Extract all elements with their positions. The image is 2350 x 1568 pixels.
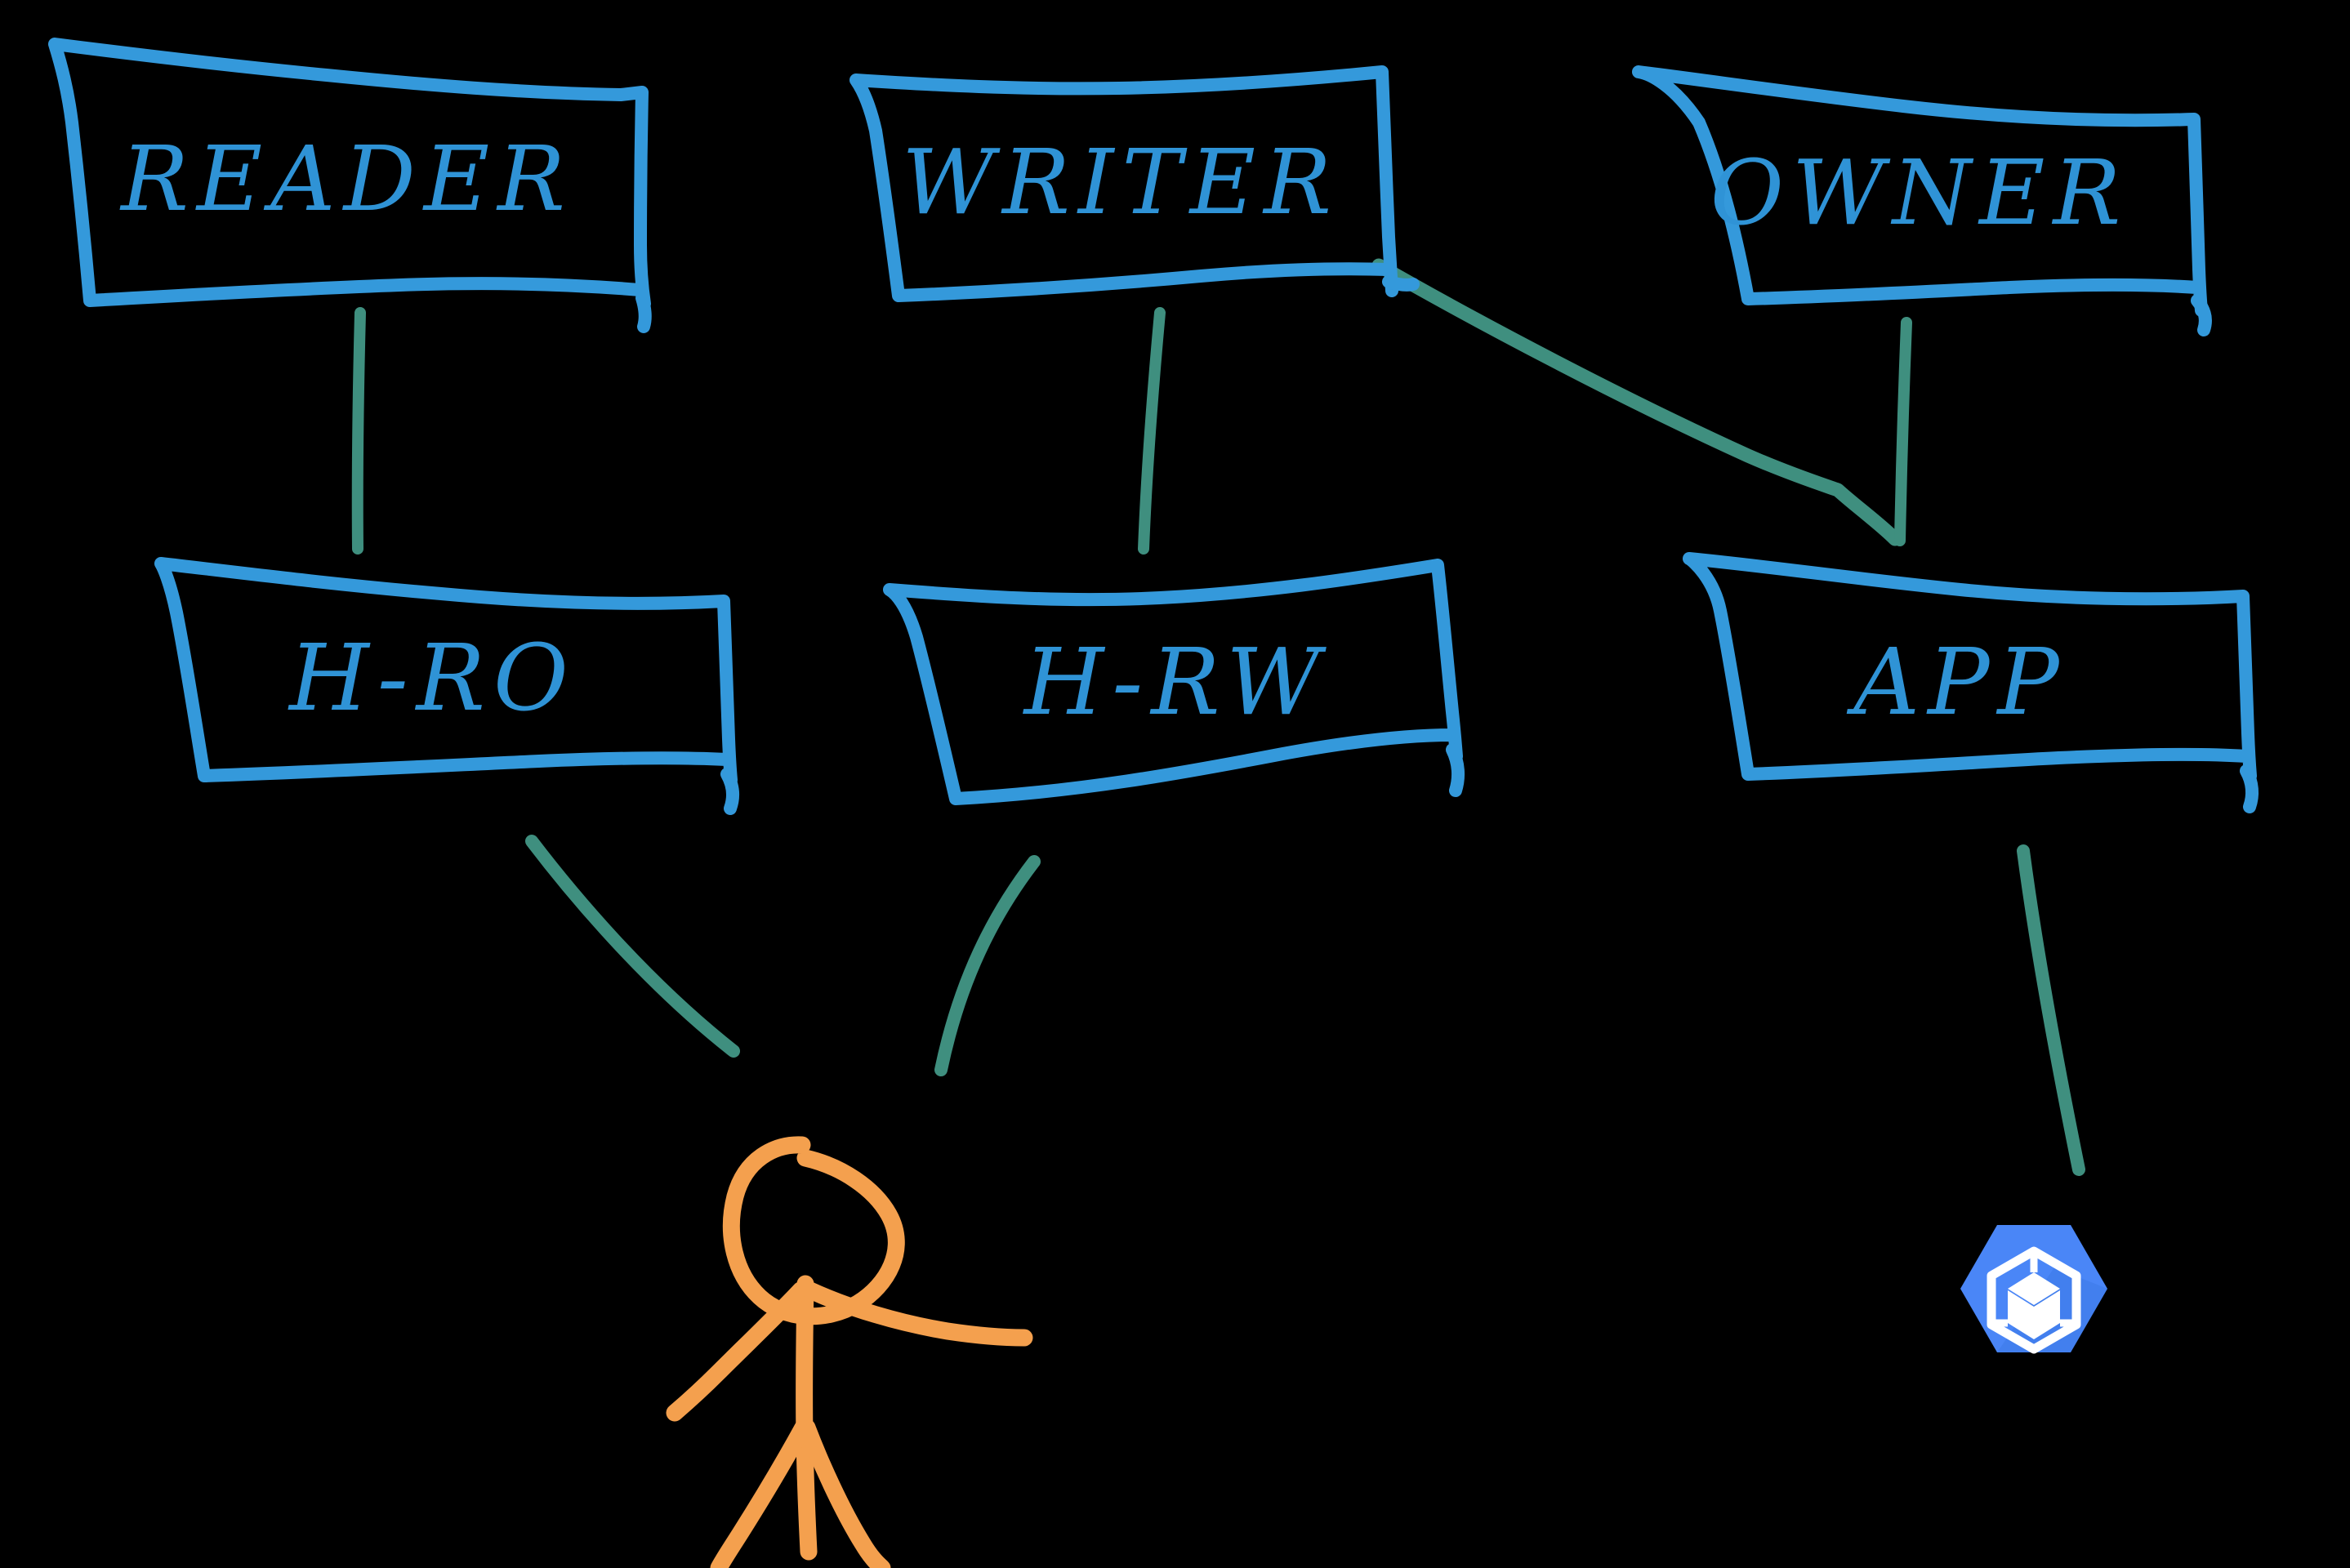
node-h-ro-frame-tail (720, 768, 740, 815)
node-owner-frame-tail (2191, 294, 2212, 336)
node-owner[interactable] (1632, 65, 2212, 336)
node-writer-frame (849, 65, 1398, 302)
node-reader[interactable] (48, 38, 652, 333)
gke-cube-left-icon (2008, 1290, 2034, 1339)
node-app-frame (1683, 552, 2257, 782)
edge-reader-to-h-ro (351, 307, 366, 555)
node-h-rw-frame-tail (1446, 743, 1465, 797)
node-labels-layer: READER WRITER OWNER H-RO H-RW APP (119, 127, 2129, 736)
node-reader-label: READER (119, 127, 573, 231)
node-owner-frame (1632, 65, 2208, 317)
person-right-leg-icon (798, 1419, 891, 1568)
node-writer-label: WRITER (902, 130, 1340, 234)
node-reader-frame (48, 38, 651, 310)
gke-ring-icon (1987, 1246, 2081, 1354)
node-reader-frame-tail (635, 292, 652, 333)
connectors-layer (351, 258, 2085, 1176)
node-person[interactable] (666, 1136, 1033, 1568)
person-left-arm-icon (666, 1281, 809, 1422)
person-right-arm-icon (801, 1281, 1033, 1347)
node-owner-label: OWNER (1710, 140, 2129, 245)
edge-owner-to-app (1894, 317, 1912, 546)
node-h-ro-frame (154, 557, 738, 786)
person-left-leg-icon (710, 1419, 812, 1568)
edge-writer-to-h-rw (1138, 307, 1166, 555)
node-h-ro-label: H-RO (288, 626, 577, 732)
middle-row-nodes (154, 552, 2259, 815)
edge-app-to-gke (2017, 844, 2085, 1176)
node-h-rw-frame (883, 559, 1463, 805)
node-writer[interactable] (849, 65, 1420, 302)
top-row-nodes (48, 38, 2212, 336)
node-h-ro[interactable] (154, 557, 740, 815)
node-writer-frame-tail (1382, 275, 1420, 292)
edge-writer-to-app (1371, 258, 1902, 546)
node-app-frame-tail (2240, 764, 2259, 813)
node-app[interactable] (1683, 552, 2259, 813)
edge-h-ro-to-person (525, 835, 740, 1058)
node-h-rw[interactable] (883, 559, 1465, 805)
node-gke[interactable] (1960, 1225, 2107, 1354)
gke-cube-top-icon (2008, 1272, 2060, 1305)
edge-h-rw-to-person (934, 855, 1041, 1076)
node-app-label: APP (1846, 630, 2067, 736)
gke-cube-right-icon (2034, 1290, 2060, 1339)
node-h-rw-label: H-RW (1023, 630, 1329, 736)
person-body-icon (796, 1275, 818, 1561)
